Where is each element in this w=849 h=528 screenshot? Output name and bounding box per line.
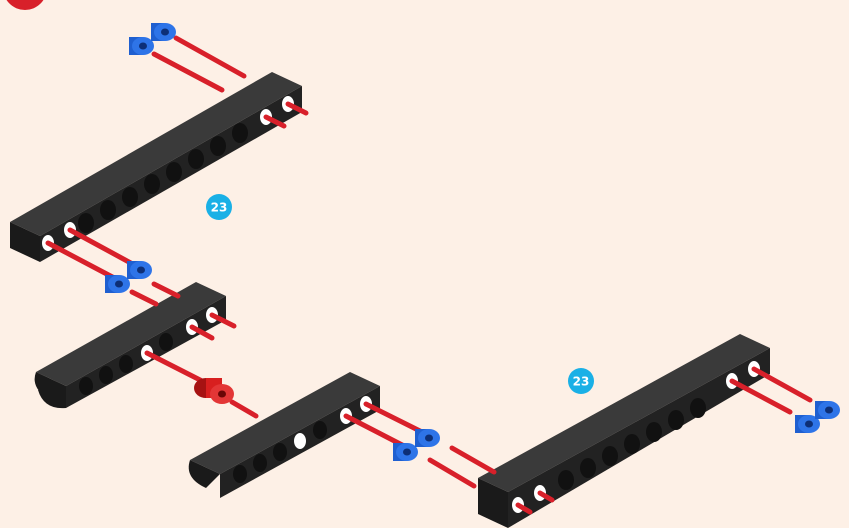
step-badge-label: 23 — [573, 375, 590, 389]
red-connector — [194, 378, 234, 404]
axle-guide-lines — [45, 35, 813, 515]
corner-marker — [6, 0, 44, 10]
step-badge: 23 — [568, 368, 594, 394]
long-beam-top — [10, 72, 302, 262]
long-beam-right — [478, 334, 770, 528]
blue-connector-left — [105, 261, 152, 293]
step-badge: 23 — [206, 194, 232, 220]
blue-connector-top — [129, 23, 176, 55]
step-badge-label: 23 — [211, 201, 228, 215]
blue-connector-middle — [393, 429, 440, 461]
blue-connector-right — [795, 401, 840, 433]
